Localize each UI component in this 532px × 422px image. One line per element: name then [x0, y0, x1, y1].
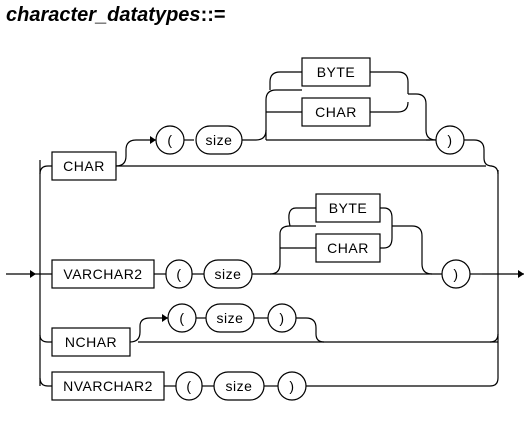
nvarchar2-size-bubble [213, 371, 265, 401]
nvarchar2-lparen: ( [186, 378, 191, 394]
varchar2-size: size [215, 266, 242, 282]
char-rparen: ) [447, 132, 452, 148]
nchar-size-bubble [205, 303, 255, 333]
varchar2-lparen-bubble [165, 259, 193, 289]
nvarchar2-size: size [226, 378, 253, 394]
char-char-unit-box [301, 97, 371, 127]
varchar2-keyword: VARCHAR2 [63, 266, 142, 282]
char-size: size [206, 132, 233, 148]
char-keyword: CHAR [63, 158, 105, 174]
char-byte: BYTE [317, 64, 356, 80]
right-branches [138, 139, 499, 387]
varchar2-char-unit: CHAR [327, 240, 369, 256]
varchar2-byte-box [315, 193, 381, 223]
char-byte-box [301, 57, 371, 87]
title-name: character_datatypes [6, 4, 201, 26]
varchar2-byte: BYTE [329, 200, 368, 216]
nchar-lparen-bubble [167, 303, 197, 333]
nvarchar2-rparen: ) [289, 378, 294, 394]
varchar2-size-bubble [203, 259, 253, 289]
nvarchar2-rparen-bubble [277, 371, 307, 401]
nchar-size: size [217, 310, 244, 326]
nchar-row [129, 314, 325, 343]
varchar2-row [192, 207, 482, 275]
nvarchar2-keyword: NVARCHAR2 [63, 378, 153, 394]
nvarchar2-keyword-box [51, 371, 165, 401]
nchar-rparen: ) [279, 310, 284, 326]
varchar2-lparen: ( [176, 266, 181, 282]
varchar2-keyword-box [51, 259, 155, 289]
nvarchar2-lparen-bubble [175, 371, 203, 401]
nchar-rparen-bubble [267, 303, 297, 333]
char-lparen: ( [167, 132, 172, 148]
char-char-unit: CHAR [315, 104, 357, 120]
varchar2-rparen: ) [453, 266, 458, 282]
title-operator: ::= [200, 4, 226, 26]
main-track [6, 270, 524, 278]
char-rparen-bubble [435, 125, 465, 155]
char-size-bubble [195, 125, 243, 155]
nchar-keyword: NCHAR [65, 334, 117, 350]
char-keyword-box [51, 151, 117, 181]
varchar2-rparen-bubble [441, 259, 471, 289]
diagram-title: character_datatypes::= [6, 4, 226, 27]
nchar-keyword-box [51, 327, 131, 357]
left-branches [39, 160, 52, 387]
char-row [115, 71, 486, 167]
nchar-lparen: ( [179, 310, 184, 326]
varchar2-char-unit-box [315, 233, 381, 263]
char-lparen-bubble [155, 125, 185, 155]
